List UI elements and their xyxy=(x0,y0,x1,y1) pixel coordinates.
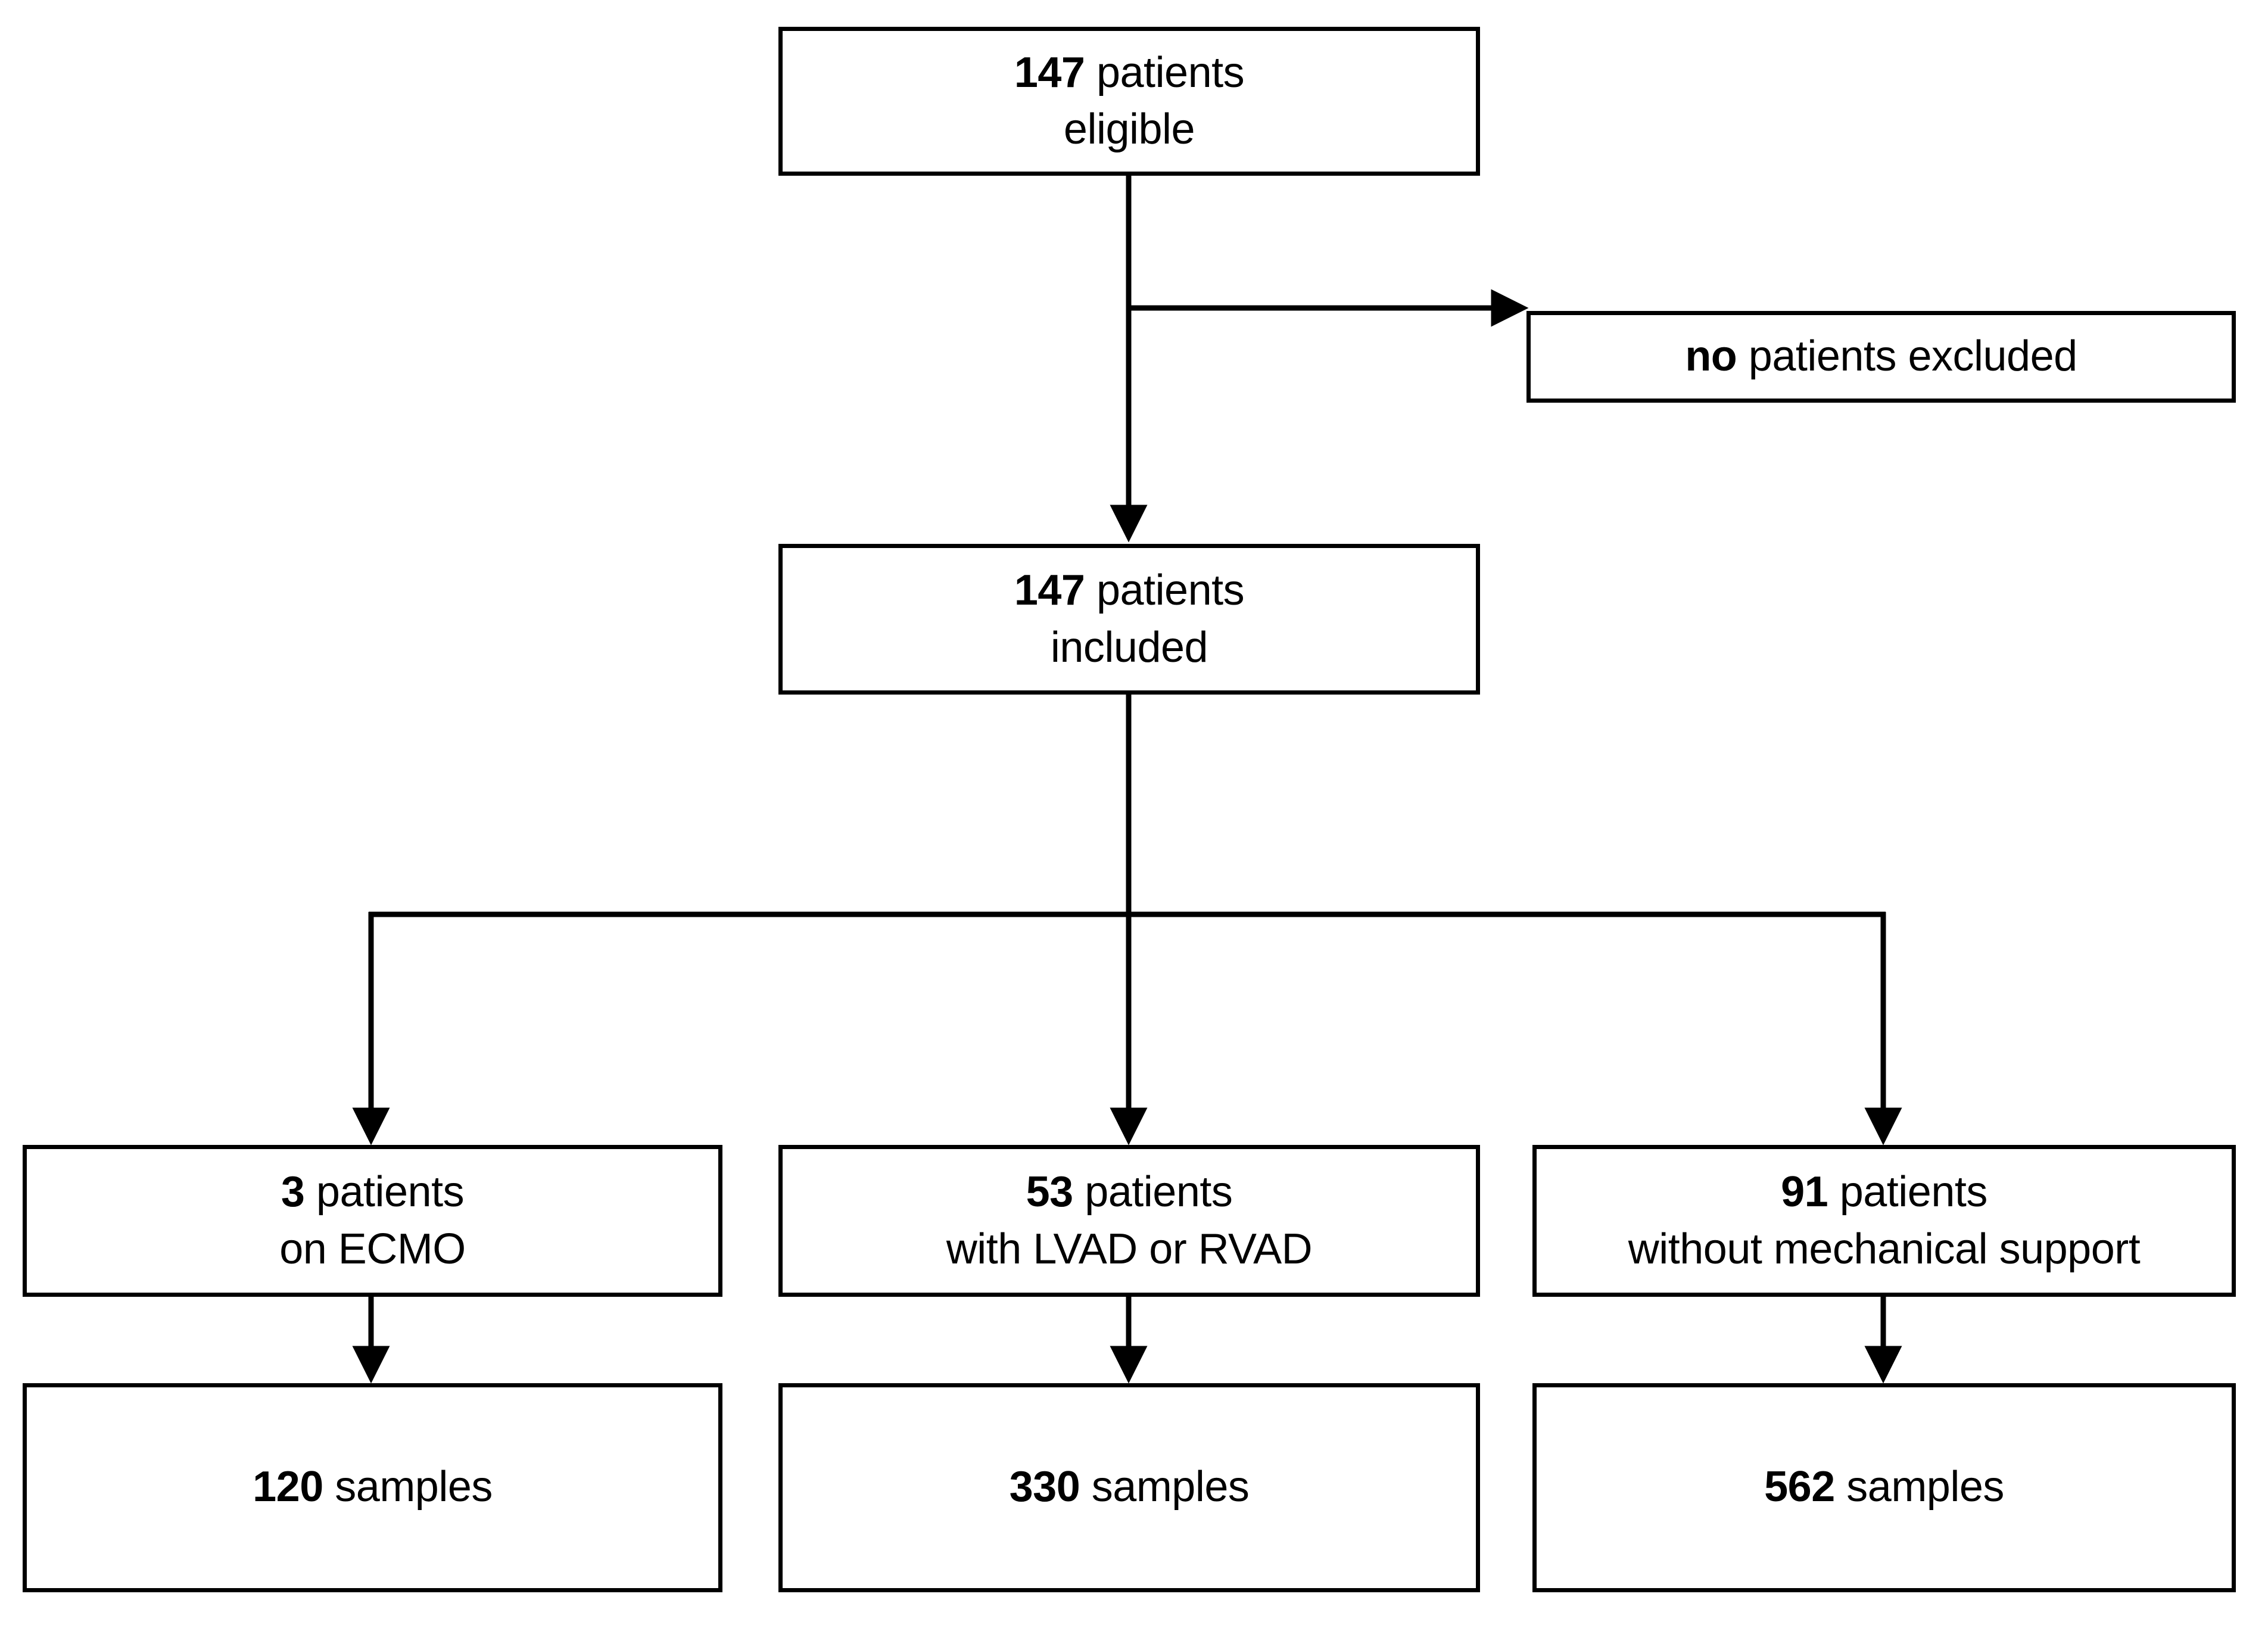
node-nosupport-unit: patients xyxy=(1828,1168,1988,1216)
node-vad[interactable]: 53 patients with LVAD or RVAD xyxy=(778,1145,1480,1297)
node-ecmo-line2: on ECMO xyxy=(279,1225,466,1273)
node-nosupport[interactable]: 91 patients without mechanical support xyxy=(1532,1145,2236,1297)
node-nosupport-samples-line1: 562 samples xyxy=(1764,1459,2004,1515)
node-ecmo-unit: patients xyxy=(304,1168,465,1216)
node-included[interactable]: 147 patients included xyxy=(778,544,1480,695)
node-nosupport-count: 91 xyxy=(1781,1168,1828,1216)
node-vad-count: 53 xyxy=(1026,1168,1074,1216)
node-excluded[interactable]: no patients excluded xyxy=(1526,311,2236,403)
node-vad-unit: patients xyxy=(1073,1168,1233,1216)
node-included-line1: 147 patients xyxy=(1014,562,1245,619)
node-vad-samples-unit: samples xyxy=(1080,1463,1250,1511)
node-nosupport-samples-count: 562 xyxy=(1764,1463,1835,1511)
node-eligible-line2: eligible xyxy=(1063,105,1195,153)
node-ecmo[interactable]: 3 patients on ECMO xyxy=(23,1145,722,1297)
node-ecmo-samples[interactable]: 120 samples xyxy=(23,1383,722,1592)
node-eligible[interactable]: 147 patients eligible xyxy=(778,27,1480,176)
node-excluded-line1: no patients excluded xyxy=(1685,328,2077,385)
node-nosupport-samples-unit: samples xyxy=(1834,1463,2004,1511)
node-eligible-unit: patients xyxy=(1085,48,1245,97)
node-excluded-unit: patients excluded xyxy=(1737,332,2077,381)
node-vad-samples-count: 330 xyxy=(1009,1463,1080,1511)
node-nosupport-line2: without mechanical support xyxy=(1628,1225,2141,1273)
node-included-unit: patients xyxy=(1085,566,1245,615)
node-ecmo-line1: 3 patients xyxy=(281,1164,465,1221)
node-vad-samples[interactable]: 330 samples xyxy=(778,1383,1480,1592)
node-nosupport-samples[interactable]: 562 samples xyxy=(1532,1383,2236,1592)
node-vad-line2: with LVAD or RVAD xyxy=(946,1225,1313,1273)
node-vad-line1: 53 patients xyxy=(1026,1164,1233,1221)
node-ecmo-samples-line1: 120 samples xyxy=(253,1459,493,1515)
node-ecmo-samples-unit: samples xyxy=(323,1463,493,1511)
node-vad-samples-line1: 330 samples xyxy=(1010,1459,1250,1515)
node-included-count: 147 xyxy=(1014,566,1085,615)
node-eligible-count: 147 xyxy=(1014,48,1085,97)
node-ecmo-samples-count: 120 xyxy=(253,1463,323,1511)
node-ecmo-count: 3 xyxy=(281,1168,305,1216)
node-eligible-line1: 147 patients xyxy=(1014,45,1245,101)
node-excluded-count: no xyxy=(1685,332,1737,381)
node-included-line2: included xyxy=(1050,623,1208,671)
node-nosupport-line1: 91 patients xyxy=(1781,1164,1987,1221)
